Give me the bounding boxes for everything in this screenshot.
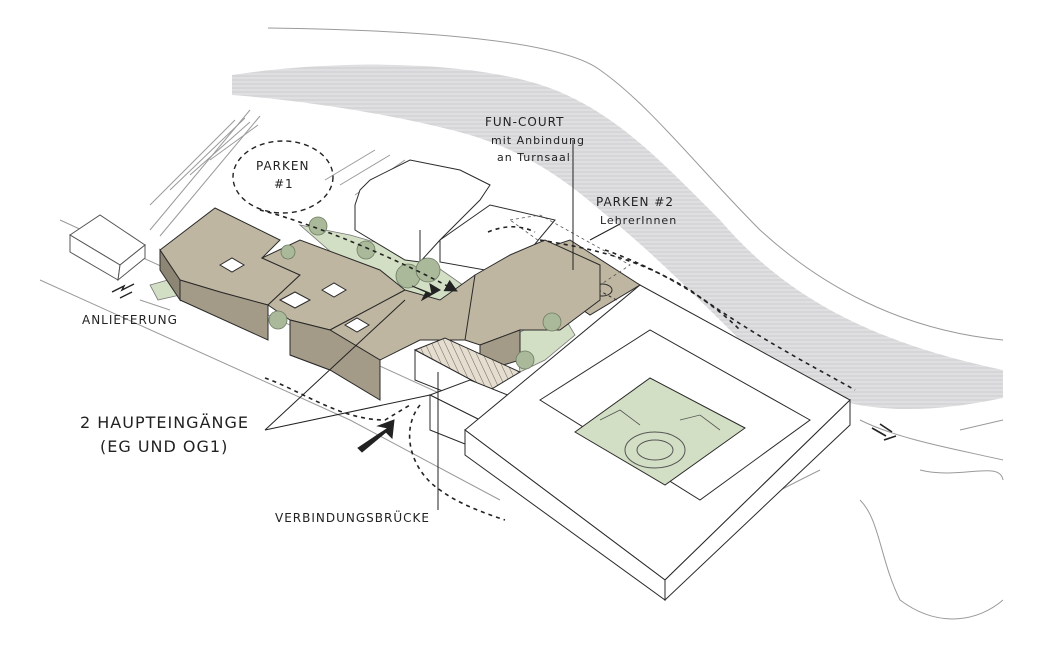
- label-haupteingaenge-sub: (EG UND OG1): [100, 437, 228, 456]
- trees: [268, 216, 562, 370]
- courtyard-building: [464, 284, 851, 602]
- labels: FUN-COURT mit Anbindung an Turnsaal PARK…: [80, 115, 677, 525]
- entrance-arrow-lower: [357, 419, 395, 453]
- label-parken2-sub: LehrerInnen: [600, 214, 677, 227]
- road-band: [232, 64, 1003, 410]
- access-paths: [259, 209, 856, 521]
- school-building-main: [159, 207, 601, 401]
- label-verbindungsbruecke: VERBINDUNGSBRÜCKE: [275, 509, 430, 525]
- gym-building: [354, 159, 556, 271]
- label-fun-court: FUN-COURT: [485, 115, 564, 129]
- leader-lines: [264, 140, 621, 510]
- entrance-arrow-upper: [411, 282, 441, 302]
- entrance-arrows: [111, 282, 897, 453]
- delivery-arrow: [111, 283, 135, 299]
- label-parken1-number: #1: [274, 177, 294, 191]
- label-fun-court-sub2: an Turnsaal: [497, 151, 571, 164]
- label-haupteingaenge: 2 HAUPTEINGÄNGE: [80, 413, 249, 432]
- label-parken1: PARKEN: [256, 159, 309, 173]
- small-house: [69, 214, 146, 282]
- exit-arrow: [871, 423, 897, 441]
- label-fun-court-sub1: mit Anbindung: [491, 134, 585, 147]
- label-anlieferung: ANLIEFERUNG: [82, 313, 178, 327]
- label-parken2: PARKEN #2: [596, 195, 674, 209]
- parking-lot-1: [149, 109, 406, 237]
- parken1-circle: [232, 140, 334, 214]
